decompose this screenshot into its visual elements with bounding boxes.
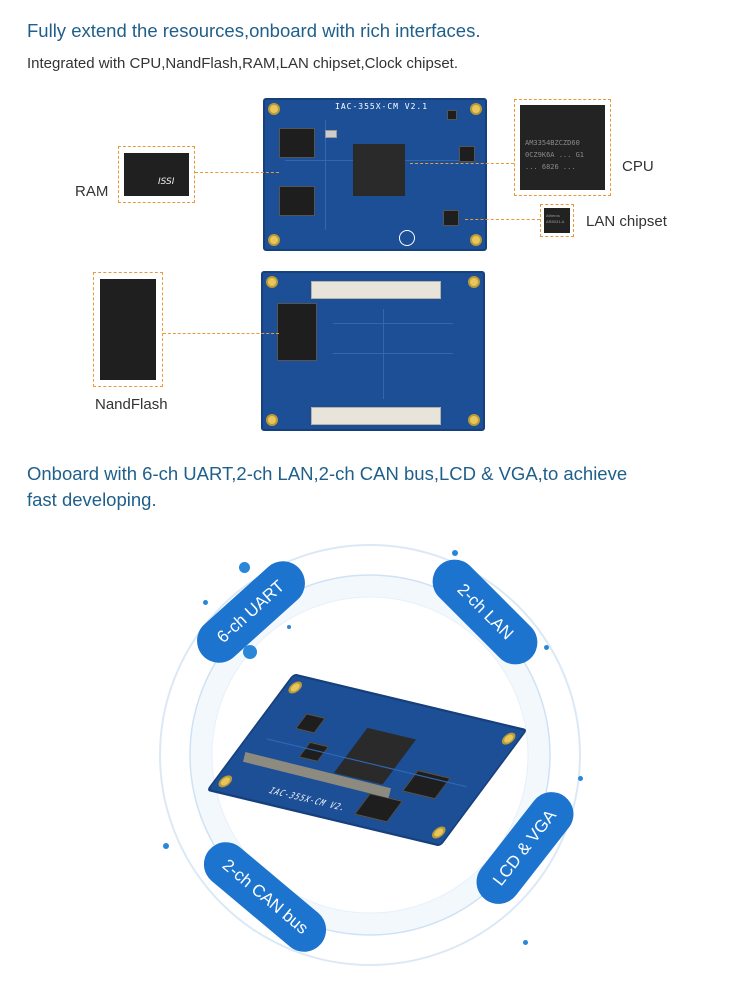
ram-chip-2 [279, 186, 315, 216]
cpu-marking-3: ... 6826 ... [525, 163, 576, 171]
cpu-leader-line [410, 163, 514, 164]
nandflash-callout-box [93, 272, 163, 387]
lan-marking-2: AR8031-A [546, 219, 565, 224]
cpu-marking-2: 0CZ9K6A ... G1 [525, 151, 585, 159]
ram-leader-line [195, 172, 279, 173]
cpu-marking-1: AM3354BZCZD60 [525, 139, 580, 147]
ram-chip-angled-1 [401, 769, 451, 800]
pb-free-icon [399, 230, 415, 246]
lan-marking-1: Atheros [546, 213, 560, 218]
section-title: Fully extend the resources,onboard with … [27, 20, 481, 41]
cpu-chip-image: AM3354BZCZD60 0CZ9K6A ... G1 ... 6826 ..… [520, 105, 605, 190]
section2-title-line1: Onboard with 6-ch UART,2-ch LAN,2-ch CAN… [27, 463, 628, 484]
decor-dot [203, 600, 208, 605]
small-chip-angled [295, 713, 326, 734]
ram-callout-box: ISSI [118, 146, 195, 203]
small-chip [459, 146, 475, 162]
decor-dot [287, 625, 291, 629]
board-top-image: IAC-355X-CM V2.1 [263, 98, 487, 251]
ram-label: RAM [75, 183, 109, 200]
ram-chip-angled-2 [354, 793, 404, 823]
decor-dot [544, 645, 549, 650]
lan-chip-image: Atheros AR8031-A [544, 208, 570, 233]
nandflash-chip-on-board [277, 303, 317, 361]
lan-label: LAN chipset [586, 213, 667, 230]
nandflash-chip-image [100, 279, 156, 380]
board-bottom-image [261, 271, 485, 431]
lan-callout-box: Atheros AR8031-A [540, 204, 574, 237]
ram-chip-1 [279, 128, 315, 158]
nandflash-leader-line [163, 333, 279, 334]
lan-chip-on-board [443, 210, 459, 226]
ram-chip-image: ISSI [124, 153, 189, 196]
section-subtitle: Integrated with CPU,NandFlash,RAM,LAN ch… [27, 55, 459, 72]
connector-top [311, 281, 441, 299]
cpu-chip-angled [333, 727, 417, 785]
section2-title-line2: fast developing. [27, 489, 157, 510]
crystal [325, 130, 337, 138]
lan-leader-line [465, 219, 540, 220]
decor-dot [239, 562, 250, 573]
decor-dot [578, 776, 583, 781]
decor-dot [243, 645, 257, 659]
cpu-chip [353, 144, 405, 196]
nandflash-label: NandFlash [95, 396, 168, 413]
decor-dot [163, 843, 169, 849]
cpu-label: CPU [622, 158, 654, 175]
decor-dot [452, 550, 458, 556]
board-silkscreen: IAC-355X-CM V2.1 [335, 102, 429, 111]
cpu-callout-box: AM3354BZCZD60 0CZ9K6A ... G1 ... 6826 ..… [514, 99, 611, 196]
decor-dot [523, 940, 528, 945]
component [447, 110, 457, 120]
connector-bottom [311, 407, 441, 425]
ram-marking: ISSI [158, 177, 175, 187]
